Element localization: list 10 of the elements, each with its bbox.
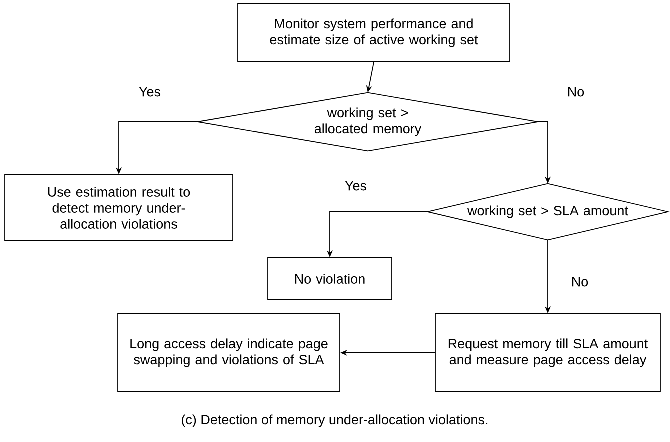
caption: (c) Detection of memory under-allocation violations.: [182, 414, 488, 428]
process-box: No violation: [268, 258, 392, 300]
edge-label: No: [566, 86, 586, 98]
edge-label: No: [570, 276, 590, 288]
process-box: Request memory till SLA amount and measure page access delay: [435, 314, 661, 392]
process-box: Use estimation result to detect memory under-allocation violations: [4, 174, 234, 242]
process-box: Monitor system performance and estimate size of active working set: [238, 4, 510, 62]
process-box: Long access delay indicate page swapping and violations of SLA: [118, 314, 340, 392]
edge-label: Yes: [344, 180, 368, 192]
edge-label: Yes: [138, 86, 162, 98]
